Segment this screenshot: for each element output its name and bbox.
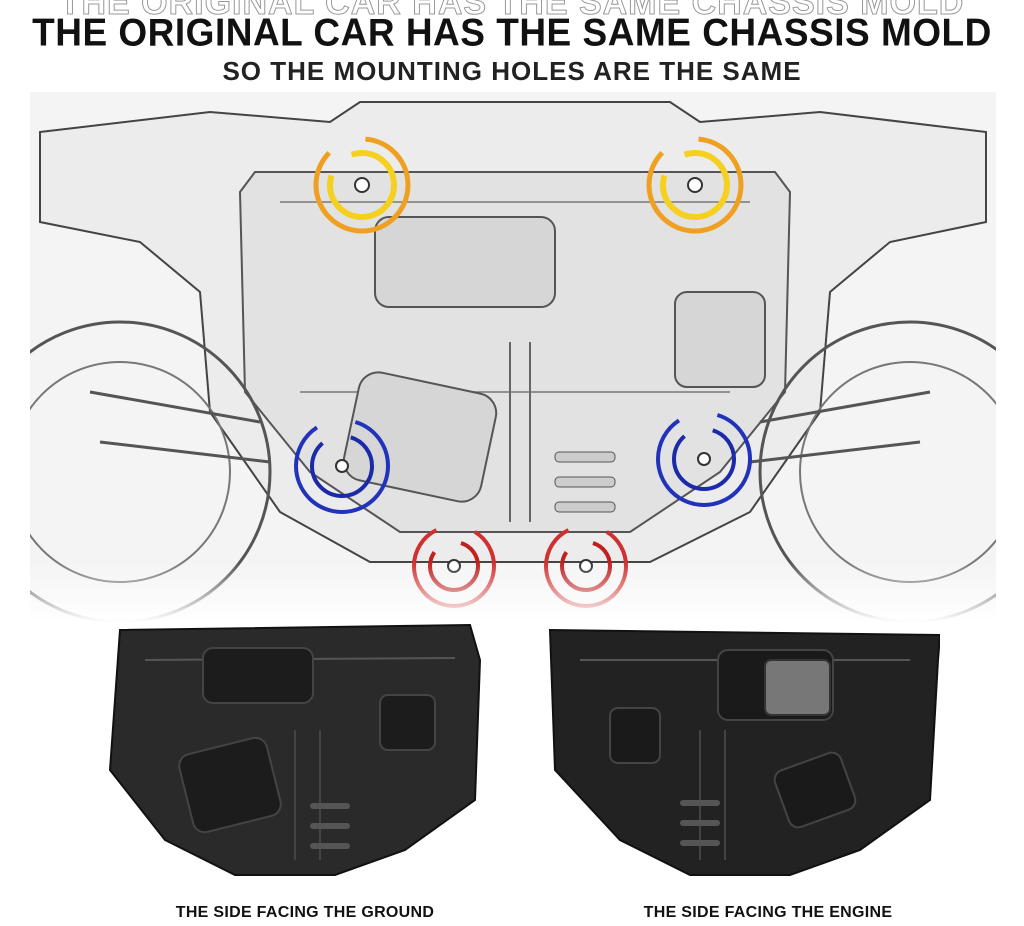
skid-plate-engine-side — [548, 628, 940, 876]
mount-hole-mid-right — [656, 411, 752, 507]
chassis-sketch — [30, 92, 996, 622]
page-subtitle: SO THE MOUNTING HOLES ARE THE SAME — [222, 56, 802, 86]
ground-side-caption: THE SIDE FACING THE GROUND — [175, 904, 435, 921]
mount-hole-top-right — [646, 136, 744, 234]
mount-hole-mid-left — [294, 418, 390, 514]
engine-side-caption: THE SIDE FACING THE ENGINE — [643, 904, 893, 921]
page-title: THE ORIGINAL CAR HAS THE SAME CHASSIS MO… — [32, 10, 992, 54]
mount-hole-top-left — [313, 136, 411, 234]
skid-plate-ground-side — [108, 623, 482, 876]
ghost-title-echo: THE ORIGINAL CAR HAS THE SAME CHASSIS MO… — [59, 0, 965, 23]
